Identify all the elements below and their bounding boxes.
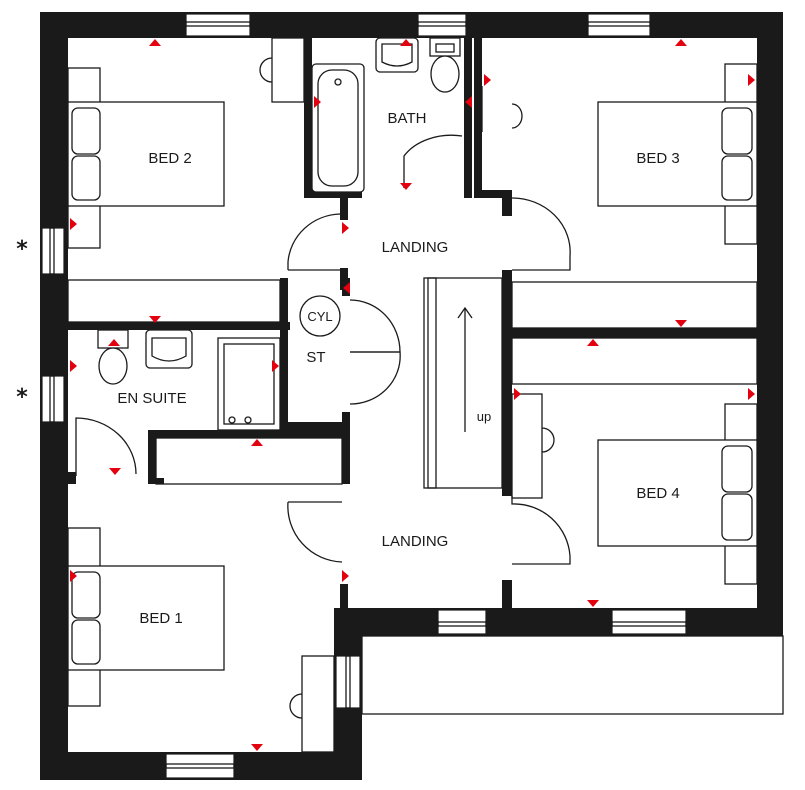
marker: [108, 339, 120, 346]
bathtub: [311, 63, 365, 193]
marker: [109, 468, 121, 475]
marker: [251, 439, 263, 446]
red-markers: [70, 39, 755, 751]
landing-top: LANDING: [67, 197, 571, 323]
bed-3-label: BED 3: [636, 150, 679, 167]
en-suite-basin: [145, 329, 193, 369]
shower-tray: [217, 337, 281, 431]
bed-1-label: BED 1: [139, 610, 182, 627]
marker: [149, 39, 161, 46]
marker: [70, 218, 77, 230]
en-suite-label: EN SUITE: [117, 390, 186, 407]
bathroom: BATH: [311, 37, 463, 193]
marker: [272, 360, 279, 372]
marker: [251, 744, 263, 751]
landing-bottom-label: LANDING: [382, 533, 449, 550]
bed-2-label: BED 2: [148, 150, 191, 167]
staircase: up: [423, 277, 503, 489]
marker: [70, 360, 77, 372]
marker: [675, 320, 687, 327]
cylinder-label: CYL: [307, 309, 332, 324]
marker: [587, 339, 599, 346]
bath-label: BATH: [388, 110, 427, 127]
en-suite-room: EN SUITE: [75, 329, 343, 485]
marker: [465, 96, 472, 108]
marker: [748, 74, 755, 86]
landing-top-label: LANDING: [382, 239, 449, 256]
cylinder-cupboard: CYL ST: [299, 295, 401, 405]
hot-water-cylinder: [299, 295, 341, 337]
toilet-cistern: [429, 37, 461, 57]
marker: [70, 570, 77, 582]
stairs-up-label: up: [477, 409, 491, 424]
bed-2-room: BED 2: [67, 37, 305, 249]
marker: [343, 282, 350, 294]
windows: [41, 13, 687, 779]
marker: [149, 316, 161, 323]
bed-1-room: BED 1: [67, 527, 335, 753]
bed-4-room: BED 4: [511, 337, 758, 585]
marker: [514, 388, 521, 400]
bed-3-room: BED 3: [481, 63, 758, 329]
window-note-star-lower: *: [16, 385, 28, 410]
landing-bottom: LANDING: [287, 496, 571, 565]
marker: [314, 96, 321, 108]
toilet-bowl: [430, 55, 460, 93]
bed-4-bed: [597, 439, 758, 547]
canopy-outline: [361, 635, 784, 715]
bed-4-label: BED 4: [636, 485, 679, 502]
store-label: ST: [306, 349, 325, 366]
marker: [342, 570, 349, 582]
window-note-star-upper: *: [16, 237, 28, 262]
stairs-arrow-head: [457, 306, 473, 319]
internal-walls: [68, 38, 757, 608]
marker: [342, 222, 349, 234]
marker: [587, 600, 599, 607]
marker: [400, 39, 412, 46]
en-suite-toilet-bowl: [98, 347, 128, 385]
marker: [400, 183, 412, 190]
marker: [748, 388, 755, 400]
marker: [675, 39, 687, 46]
marker: [484, 74, 491, 86]
